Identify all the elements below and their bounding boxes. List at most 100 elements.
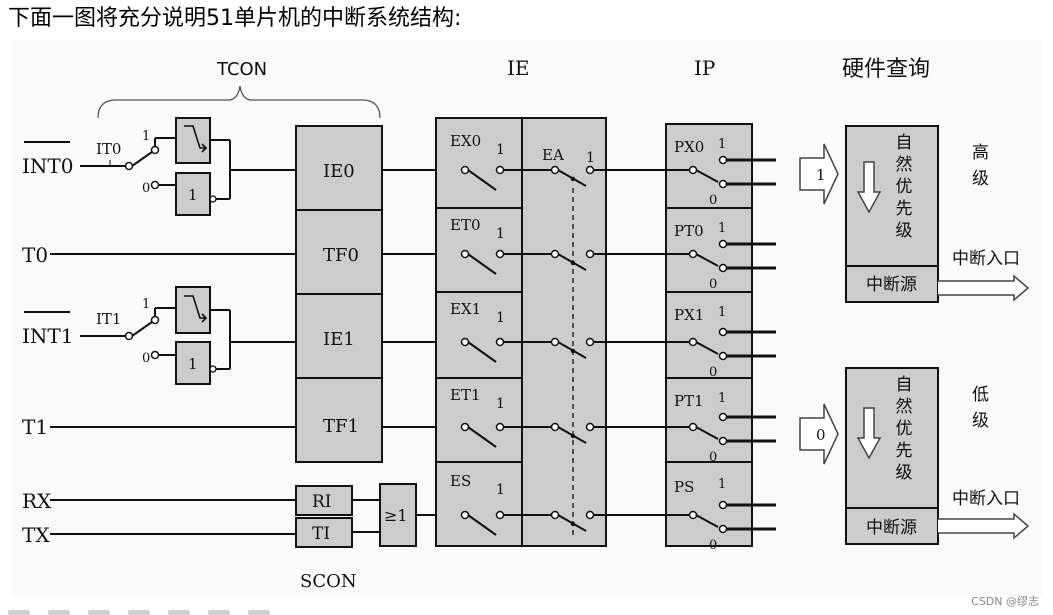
switch-contact [718, 239, 728, 249]
it1-label: IT1 [96, 310, 121, 328]
ie-on-mark: 1 [496, 482, 505, 498]
switch-contact [718, 500, 728, 510]
flag-ie0: IE0 [323, 161, 355, 182]
flag-ri: RI [312, 492, 332, 512]
exit-arrow [938, 274, 1030, 302]
switch-blade [467, 426, 497, 448]
switch-contact [550, 510, 560, 520]
switch-contact [688, 165, 698, 175]
flag-ie1: IE1 [323, 329, 355, 350]
it0-pos0: 0 [142, 181, 150, 196]
switch-contact [585, 249, 595, 259]
switch-contact [495, 165, 505, 175]
switch-contact [495, 249, 505, 259]
switch-contact [460, 165, 470, 175]
it1-level-label: 1 [188, 355, 198, 373]
ea-link-dot [570, 521, 576, 527]
falling-edge-icon [184, 295, 208, 323]
ie-on-mark: 1 [496, 310, 505, 326]
switch-contact [688, 510, 698, 520]
ie-enable-ex1: EX1 [450, 300, 481, 318]
page-heading: 下面一图将充分说明51单片机的中断系统结构: [8, 6, 462, 31]
flag-tf0: TF0 [323, 245, 359, 266]
it1-pos0: 0 [142, 351, 150, 366]
ie-enable-et0: ET0 [450, 216, 481, 234]
ie-register [435, 117, 607, 547]
down-arrow-icon [856, 161, 882, 214]
switch-contact [585, 165, 595, 175]
scon-flags: RI TI ≥1 [295, 483, 436, 548]
switch-contact [688, 249, 698, 259]
switch-contact [460, 249, 470, 259]
it0-level-label: 1 [188, 186, 198, 204]
switch-contact [495, 510, 505, 520]
it0-switch-block: IT0 1 0 1 [80, 117, 296, 216]
switch-blade [467, 341, 497, 363]
truncated-next-line [0, 600, 1053, 615]
switch-contact [718, 436, 728, 446]
scon-title: SCON [300, 571, 357, 592]
flag-ti: TI [312, 524, 330, 544]
low-exit-label: 中断入口 [952, 489, 1020, 509]
or-gate-label: ≥1 [384, 506, 408, 525]
ip-title: IP [694, 56, 715, 80]
switch-contact [718, 412, 728, 422]
it1-pos1: 1 [142, 297, 150, 312]
ip-switch-blade [695, 169, 719, 183]
ip-priority-px1: PX1 [674, 306, 704, 324]
diagram-panel: TCON IE IP 硬件查询 SCON INT0 T0 INT1 T1 RX … [12, 40, 1042, 596]
switch-contact [585, 422, 595, 432]
ip-pos1-mark: 1 [718, 391, 726, 406]
high-priority-group: 1 自然优先级 中断源 高级 中断入口 [799, 125, 1030, 303]
tcon-title: TCON [216, 59, 267, 80]
switch-contact [550, 422, 560, 432]
low-level-label: 低级 [972, 385, 989, 431]
high-in-value: 1 [816, 166, 826, 184]
ip-pos0-mark: 0 [709, 538, 717, 553]
switch-contact [460, 510, 470, 520]
ea-label: EA [542, 146, 564, 164]
ip-pos0-mark: 0 [709, 193, 717, 208]
low-in-value: 0 [816, 426, 826, 444]
switch-contact [718, 327, 728, 337]
input-labels: INT0 T0 INT1 T1 RX TX [22, 141, 73, 547]
ip-pos1-mark: 1 [718, 137, 726, 152]
ea-link-dot [570, 348, 576, 354]
watermark: CSDN @缪志 [971, 595, 1039, 608]
ip-switch-blade [695, 341, 719, 355]
switch-contact [460, 337, 470, 347]
hw-query-title: 硬件查询 [842, 57, 930, 82]
ip-pos1-mark: 1 [718, 221, 726, 236]
ie-on-mark: 1 [496, 226, 505, 242]
tcon-brace [97, 85, 381, 119]
it0-pos1: 1 [142, 129, 150, 144]
ie-title: IE [507, 56, 530, 80]
input-rx-label: RX [22, 489, 52, 513]
ie-enable-et1: ET1 [450, 386, 481, 404]
switch-contact [550, 337, 560, 347]
switch-contact [688, 337, 698, 347]
switch-contact [718, 179, 728, 189]
ie-on-mark: 1 [496, 396, 505, 412]
switch-contact [718, 351, 728, 361]
ea-on-mark: 1 [586, 150, 595, 166]
switch-contact [718, 524, 728, 534]
down-arrow-icon [856, 407, 882, 460]
ip-priority-ps: PS [674, 478, 694, 496]
ip-pos0-mark: 0 [709, 277, 717, 292]
switch-contact [550, 249, 560, 259]
high-input-arrow [799, 143, 839, 205]
high-level-label: 高级 [972, 143, 989, 189]
switch-blade [467, 253, 497, 275]
ip-pos1-mark: 1 [718, 477, 726, 492]
input-int0-label: INT0 [22, 154, 73, 178]
ea-link-dot [570, 433, 576, 439]
tcon-flags: IE0 TF0 IE1 TF1 [295, 125, 383, 463]
ea-link-dot [570, 176, 576, 182]
switch-contact [585, 510, 595, 520]
input-t0-label: T0 [22, 243, 48, 267]
interrupt-structure-diagram: TCON IE IP 硬件查询 SCON INT0 T0 INT1 T1 RX … [22, 56, 1030, 592]
switch-contact [495, 337, 505, 347]
low-priority-group: 0 自然优先级 中断源 低级 中断入口 [799, 367, 1030, 545]
